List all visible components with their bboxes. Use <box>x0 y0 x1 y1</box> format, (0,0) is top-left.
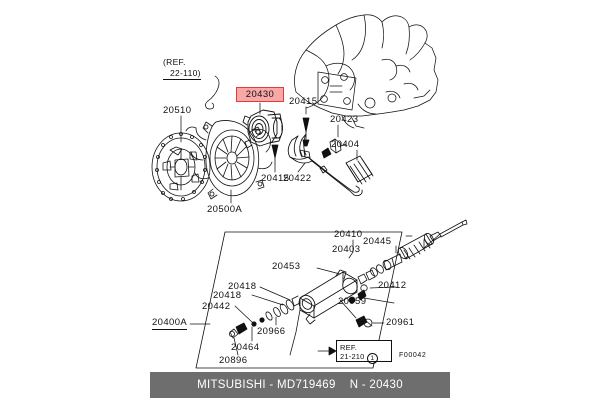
fork-boot-20404 <box>345 155 374 185</box>
push-rod-20445 <box>429 219 468 242</box>
part-label-20410: 20410 <box>334 229 363 240</box>
part-label-20415-upper: 20415 <box>289 96 318 107</box>
part-label-20418-upper: 20418 <box>228 281 257 292</box>
part-label-20464: 20464 <box>231 342 260 353</box>
ref-note-upper-line2: 22-110) <box>163 68 201 81</box>
part-label-20966: 20966 <box>257 326 286 337</box>
transmission-housing-outline <box>294 14 439 129</box>
ref-note-upper: (REF. 22-110) <box>163 57 201 81</box>
highlighted-part-number-20430[interactable]: 20430 <box>236 87 284 102</box>
part-label-20400A-group: 20400A <box>152 317 188 330</box>
release-bearing-part <box>242 109 283 149</box>
part-label-20404: 20404 <box>331 139 360 150</box>
clutch-disc <box>151 132 211 202</box>
ref-note-lower-line1: REF. <box>340 343 358 352</box>
ref-note-lower-marker: 1 <box>366 353 378 364</box>
lower-assembly-frame <box>195 231 403 369</box>
part-label-20510: 20510 <box>163 105 192 116</box>
part-label-20445: 20445 <box>363 236 392 247</box>
caption-brand: MITSUBISHI - MD719469 <box>197 379 336 391</box>
pin-20423 <box>321 138 347 159</box>
part-label-20500A: 20500A <box>207 204 243 215</box>
bolt-20961 <box>355 315 373 328</box>
part-label-20896: 20896 <box>219 355 248 366</box>
part-label-20961: 20961 <box>386 317 415 328</box>
part-label-20415-lower: 20415 <box>261 173 290 184</box>
clip-20415-lower <box>271 144 279 165</box>
leader-lines <box>180 75 441 356</box>
part-label-20403: 20403 <box>332 244 361 255</box>
ref-note-lower-line2: 21-210 <box>340 352 365 361</box>
clutch-cover-assembly <box>185 120 273 200</box>
part-label-20442: 20442 <box>202 301 231 312</box>
dust-boot-20403 <box>397 233 435 260</box>
piston-assembly <box>357 253 403 285</box>
caption-bar: MITSUBISHI - MD719469 N - 20430 <box>150 372 450 398</box>
part-label-20423: 20423 <box>330 114 359 125</box>
part-label-20418-lower: 20418 <box>213 290 242 301</box>
part-label-20453: 20453 <box>272 261 301 272</box>
part-label-20422: 20422 <box>283 173 312 184</box>
part-label-20959: 20959 <box>338 296 367 307</box>
ref-note-lower-box: REF. 21-210 1 <box>336 340 392 364</box>
caption-code: N - 20430 <box>349 379 403 391</box>
figure-code: F00042 <box>399 352 427 359</box>
ref-note-upper-line1: (REF. <box>163 57 186 67</box>
part-label-20412: 20412 <box>378 280 407 291</box>
